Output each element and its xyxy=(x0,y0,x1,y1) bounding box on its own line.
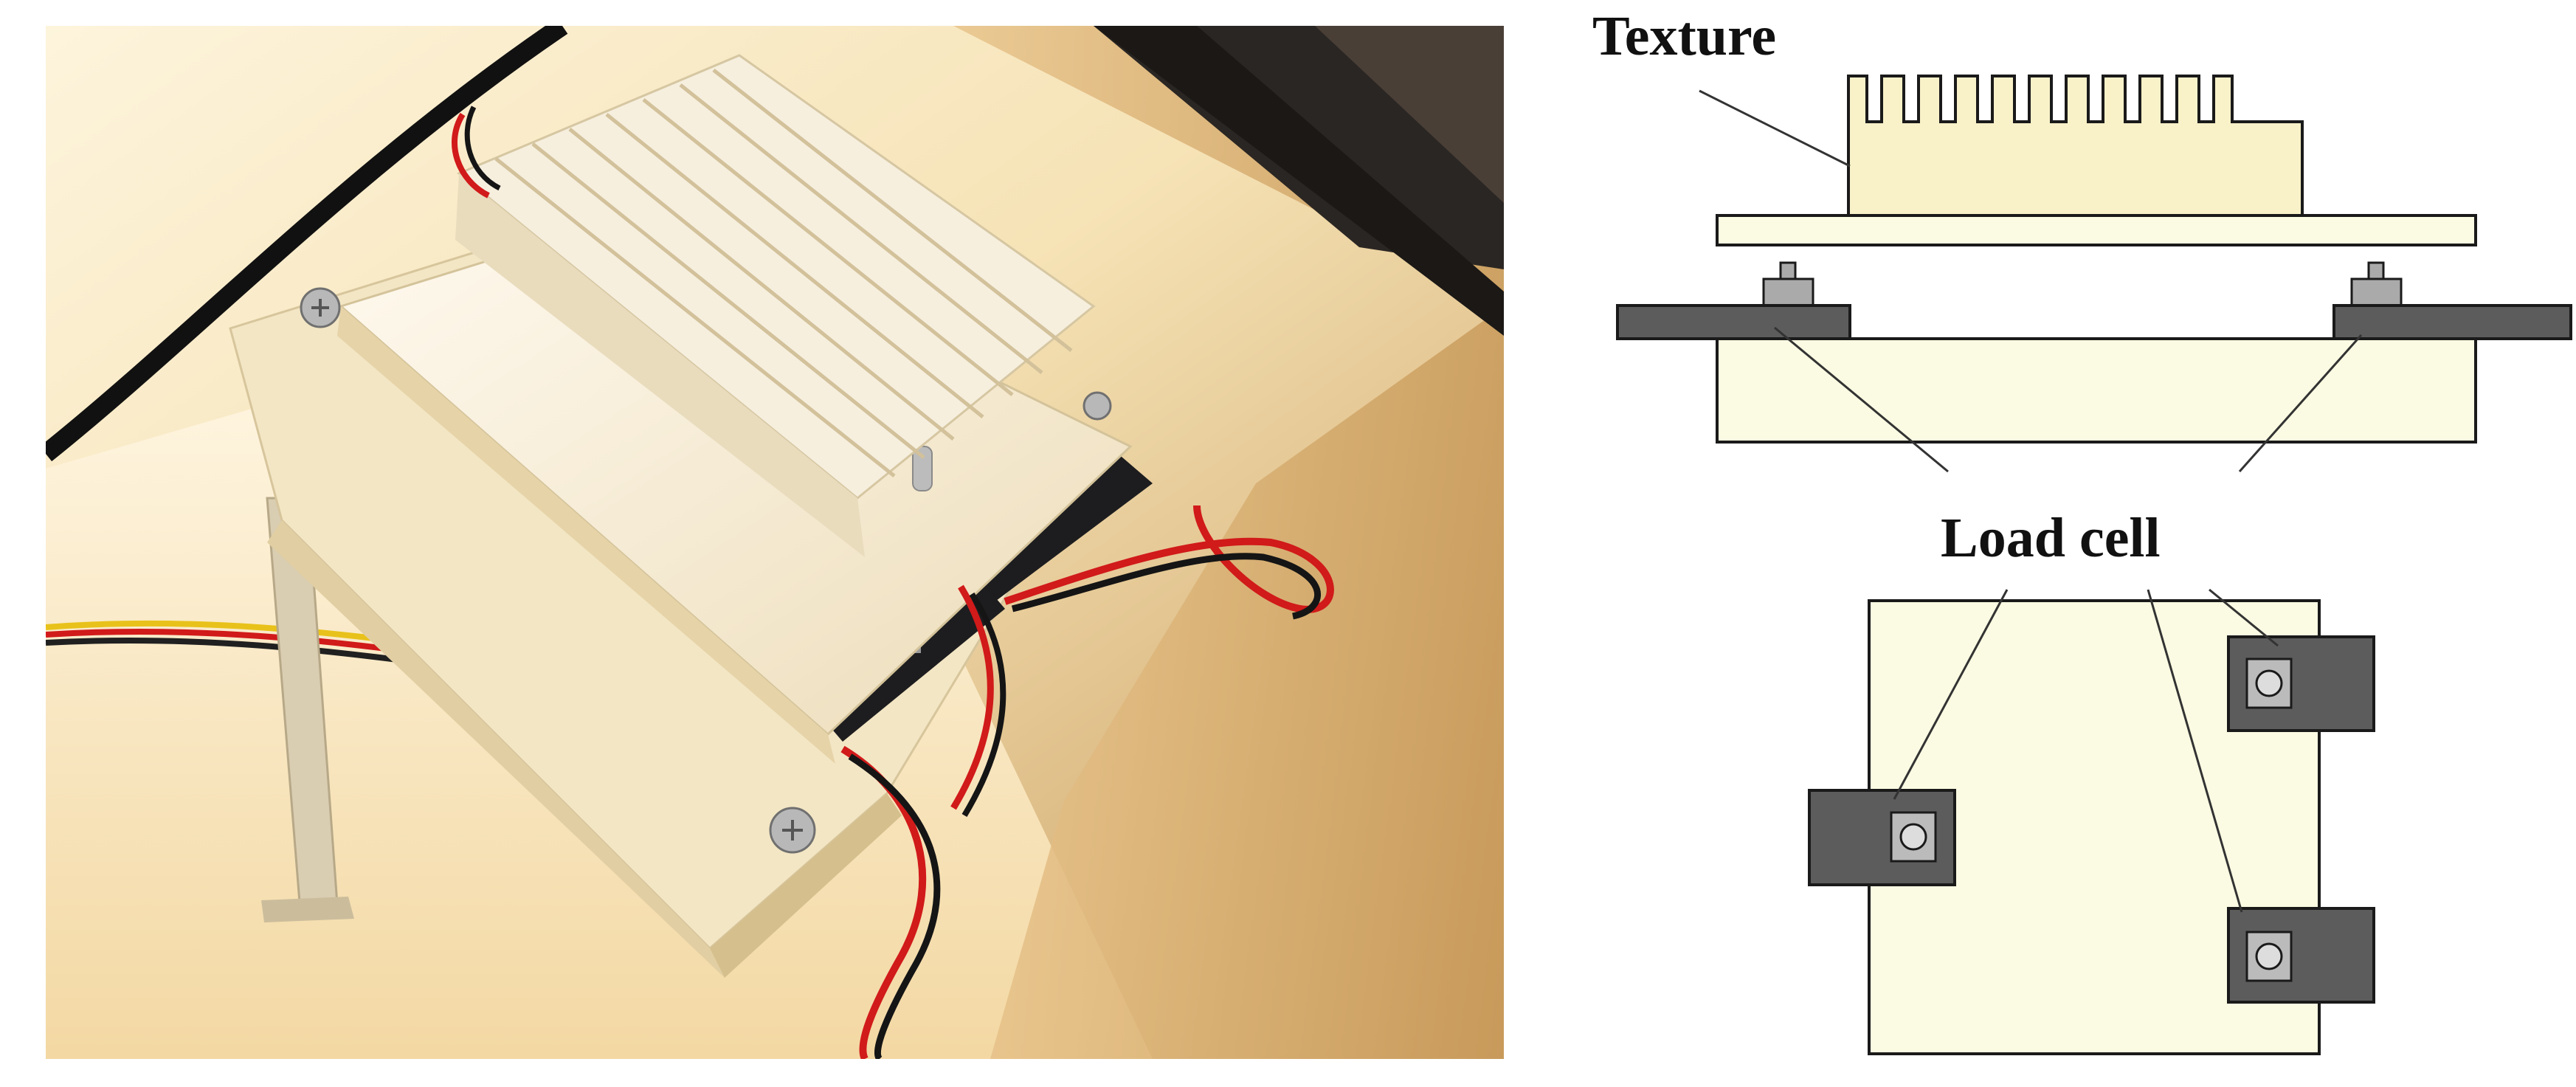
load-cell-bar xyxy=(2332,304,2572,340)
load-cell-label: Load cell xyxy=(1941,507,2161,569)
screw-icon xyxy=(300,287,341,328)
load-cell-top-right-upper xyxy=(2227,635,2375,732)
load-cell-top-left xyxy=(1808,789,1956,886)
load-cell-bar xyxy=(1616,304,1851,340)
screw-icon xyxy=(1082,391,1112,421)
apparatus-photo xyxy=(46,26,1504,1059)
texture-block xyxy=(1847,75,2304,217)
top-view xyxy=(1808,599,2375,1055)
side-view xyxy=(1616,75,2572,444)
load-cell-button-tip xyxy=(2367,261,2385,280)
screw-icon xyxy=(769,807,816,854)
texture-label: Texture xyxy=(1592,5,1776,67)
load-cell-button xyxy=(2350,277,2403,307)
schematic-svg: Texture Load cell xyxy=(1592,5,2572,1055)
load-cell-top-right-lower xyxy=(2227,907,2375,1004)
load-cell-button-tip xyxy=(1779,261,1797,280)
schematic-diagram: Texture Load cell xyxy=(1586,0,2576,1083)
apparatus-photo-illustration xyxy=(46,26,1504,1059)
load-cell-button xyxy=(1762,277,1814,307)
top-plate xyxy=(1716,214,2477,246)
leader-lines xyxy=(1699,89,2363,913)
base-block xyxy=(1716,337,2477,444)
